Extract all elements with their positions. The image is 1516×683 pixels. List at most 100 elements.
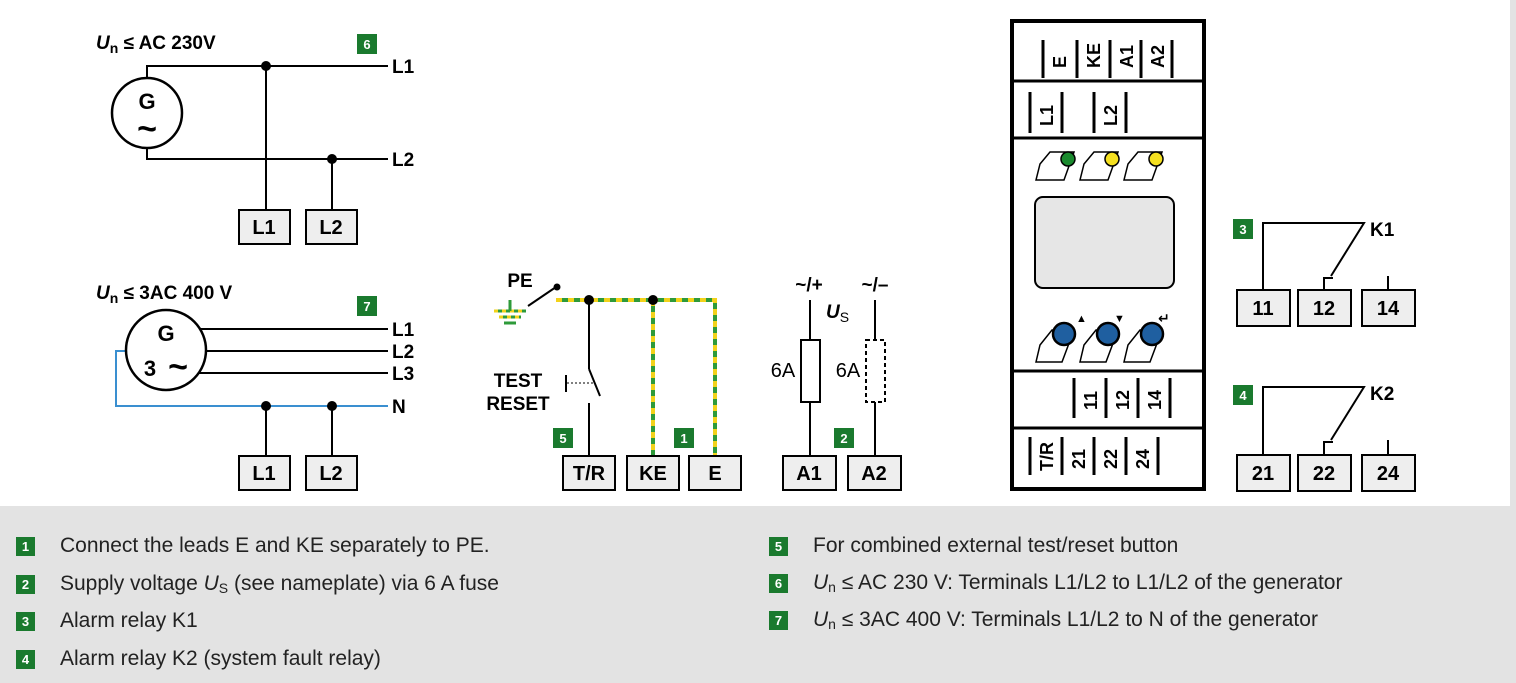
device-terminal-tr: T/R bbox=[1037, 442, 1057, 471]
legend-item-3: 3 Alarm relay K1 bbox=[16, 608, 198, 634]
gen2-terminal-l2 bbox=[305, 455, 358, 491]
device-l-terminals: L1 L2 bbox=[1028, 92, 1128, 133]
device-relay2-terminals: T/R 21 22 24 bbox=[1028, 437, 1160, 475]
legend-text: Alarm relay K1 bbox=[60, 609, 198, 632]
button-down-symbol: ▼ bbox=[1114, 313, 1125, 325]
gen2-l3-label: L3 bbox=[392, 364, 414, 385]
k1-terminal-11-label: 11 bbox=[1252, 298, 1273, 320]
pe-label: PE bbox=[507, 271, 532, 292]
device-terminal-24: 24 bbox=[1133, 449, 1153, 469]
badge-2-label: 2 bbox=[840, 431, 847, 446]
badge-3-label: 3 bbox=[1239, 222, 1246, 237]
device-buttons: ▲ ▼ ↵ bbox=[1035, 310, 1170, 363]
junction bbox=[261, 61, 271, 71]
legend-text: Connect the leads E and KE separately to… bbox=[60, 534, 490, 557]
relay-k1-label: K1 bbox=[1370, 220, 1395, 241]
terminal-a1 bbox=[782, 455, 837, 491]
badge-1-label: 1 bbox=[680, 431, 687, 446]
badge-4-label: 4 bbox=[1239, 388, 1247, 403]
gen1-l1-label: L1 bbox=[392, 57, 415, 78]
k1-terminal-11 bbox=[1236, 289, 1291, 327]
gen1-terminal-l1 bbox=[238, 209, 291, 245]
device-display bbox=[1034, 196, 1175, 289]
k2-terminal-24 bbox=[1361, 454, 1416, 492]
junction bbox=[648, 295, 658, 305]
device-terminal-11: 11 bbox=[1081, 391, 1101, 410]
generator-2-symbol bbox=[124, 308, 208, 392]
terminal-ke-label: KE bbox=[639, 463, 667, 485]
terminal-tr-label: T/R bbox=[573, 463, 606, 485]
gen1-tilde: ~ bbox=[137, 110, 157, 148]
fuse-a1-label: 6A bbox=[771, 360, 796, 382]
supply-section: ~/+ ~/– US 6A 6A 2 A1 A2 bbox=[771, 275, 902, 491]
terminal-a2 bbox=[847, 455, 902, 491]
legend-item-5: 5 For combined external test/reset butto… bbox=[769, 533, 1178, 559]
gen1-terminal-l2 bbox=[305, 209, 358, 245]
button-enter-icon bbox=[1139, 321, 1165, 347]
device-terminal-a1: A1 bbox=[1117, 45, 1137, 68]
relay-k2-section: 4 K2 21 22 24 bbox=[1233, 384, 1416, 492]
device-front-view: E KE A1 A2 L1 L2 bbox=[1010, 19, 1206, 491]
fuse-a1 bbox=[800, 339, 821, 403]
legend-text: Un ≤ AC 230 V: Terminals L1/L2 to L1/L2 … bbox=[813, 571, 1343, 595]
relay-k2-label: K2 bbox=[1370, 384, 1394, 405]
legend-text: Un ≤ 3AC 400 V: Terminals L1/L2 to N of … bbox=[813, 608, 1318, 632]
badge-7-label: 7 bbox=[363, 299, 370, 314]
button-enter-symbol: ↵ bbox=[1158, 310, 1170, 326]
fuse-a2 bbox=[865, 339, 886, 403]
gen1-l2-label: L2 bbox=[392, 150, 414, 171]
legend-badge: 4 bbox=[16, 649, 35, 669]
terminal-a1-label: A1 bbox=[796, 463, 822, 485]
device-terminal-l1: L1 bbox=[1037, 105, 1057, 126]
badge-7 bbox=[357, 296, 377, 316]
button-down-icon bbox=[1095, 321, 1121, 347]
legend-badge: 7 bbox=[769, 610, 788, 630]
led-yellow-1 bbox=[1104, 151, 1120, 167]
badge-6-label: 6 bbox=[363, 37, 370, 52]
pe-switch-arm bbox=[527, 286, 557, 307]
test-label: TEST bbox=[494, 371, 543, 392]
legend-text: For combined external test/reset button bbox=[813, 534, 1179, 557]
gen1-title: Un ≤ AC 230V bbox=[96, 33, 216, 56]
terminal-tr bbox=[562, 455, 616, 491]
k2-terminal-21-label: 21 bbox=[1252, 463, 1274, 485]
badge-6 bbox=[357, 34, 377, 54]
k1-terminal-12 bbox=[1297, 289, 1352, 327]
device-terminal-22: 22 bbox=[1101, 449, 1121, 469]
legend-badge: 3 bbox=[16, 611, 35, 631]
legend-text: Alarm relay K2 (system fault relay) bbox=[60, 647, 381, 670]
device-terminal-e: E bbox=[1050, 56, 1070, 68]
gen2-title: Un ≤ 3AC 400 V bbox=[96, 283, 233, 306]
device-terminal-a2: A2 bbox=[1148, 45, 1168, 68]
device-terminal-ke: KE bbox=[1084, 43, 1104, 68]
terminal-ke bbox=[626, 455, 680, 491]
device-relay1-terminals: 11 12 14 bbox=[1072, 378, 1172, 418]
legend-item-4: 4 Alarm relay K2 (system fault relay) bbox=[16, 646, 381, 672]
gen2-g-label: G bbox=[157, 321, 174, 346]
relay-k1-section: 3 K1 11 12 14 bbox=[1233, 219, 1416, 327]
test-reset-switch bbox=[588, 368, 601, 397]
legend-text: Supply voltage US (see nameplate) via 6 … bbox=[60, 572, 499, 596]
legend-badge: 6 bbox=[769, 573, 788, 593]
legend-item-2: 2 Supply voltage US (see nameplate) via … bbox=[16, 571, 499, 597]
led-green bbox=[1060, 151, 1076, 167]
k2-terminal-22 bbox=[1297, 454, 1352, 492]
pe-section: PE TEST RESET 5 1 T/R KE E bbox=[486, 271, 742, 491]
device-terminal-12: 12 bbox=[1113, 390, 1133, 410]
gen2-terminal-l1-label: L1 bbox=[252, 463, 275, 485]
gen2-terminal-l1 bbox=[238, 455, 291, 491]
relay-k1-contact bbox=[1262, 222, 1366, 290]
badge-2 bbox=[834, 428, 854, 448]
junction bbox=[261, 401, 271, 411]
legend-item-7: 7 Un ≤ 3AC 400 V: Terminals L1/L2 to N o… bbox=[769, 607, 1318, 633]
button-up-symbol: ▲ bbox=[1076, 313, 1087, 325]
relay-k2-contact bbox=[1262, 386, 1366, 455]
k2-terminal-21 bbox=[1236, 454, 1291, 492]
device-leds bbox=[1035, 151, 1164, 181]
button-up-icon bbox=[1051, 321, 1077, 347]
led-yellow-2 bbox=[1148, 151, 1164, 167]
gen2-n-label: N bbox=[392, 397, 406, 418]
diagram-panel: Un ≤ AC 230V G ~ L1 L2 6 L1 L2 Un ≤ 3AC … bbox=[0, 0, 1510, 506]
device-terminal-l2: L2 bbox=[1101, 105, 1121, 126]
badge-5 bbox=[553, 428, 573, 448]
